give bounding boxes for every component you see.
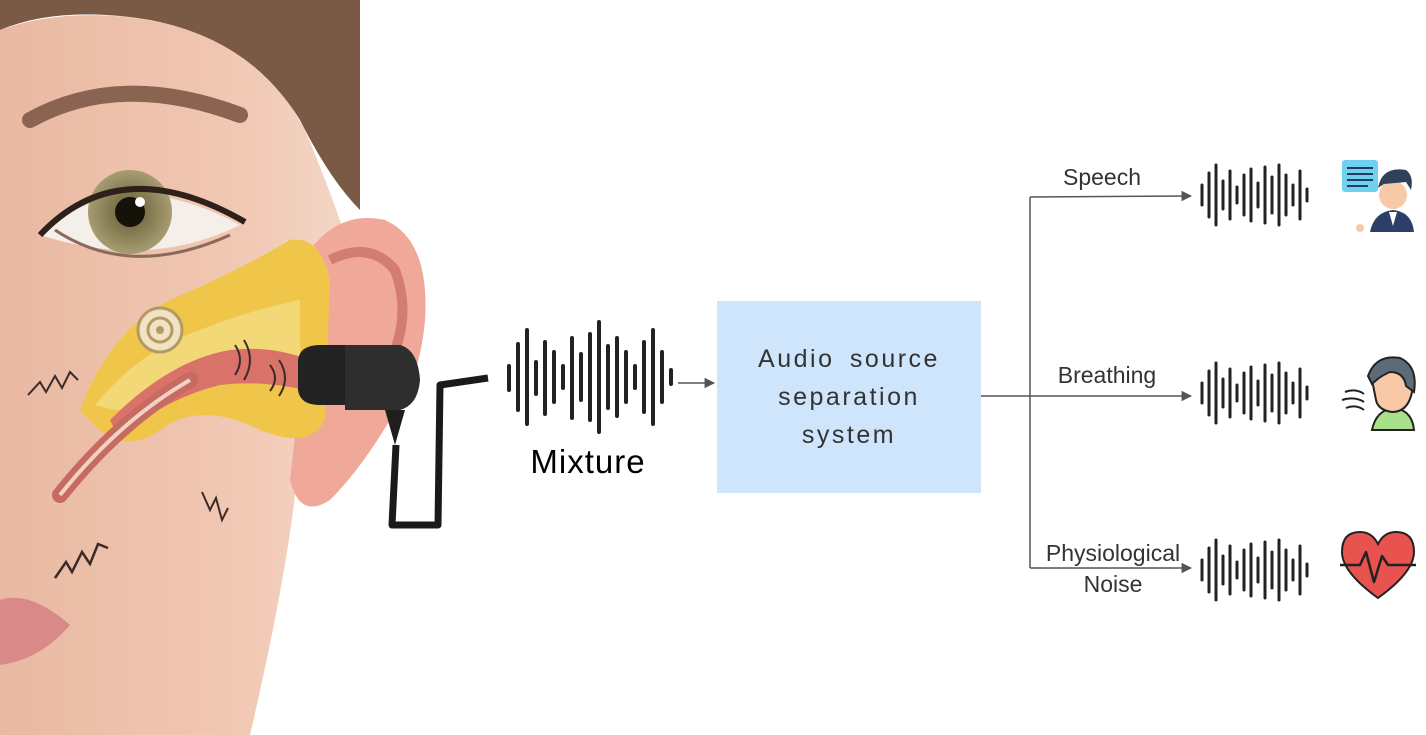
physiological-noise-label-line-1: Physiological [1045, 540, 1181, 566]
breathing-person-icon [1341, 356, 1416, 431]
mixture-label: Mixture [530, 443, 646, 480]
speaking-person-icon [1342, 160, 1414, 232]
system-label-line-3: system [801, 421, 897, 449]
separation-system-box: Audio source separation system [717, 301, 981, 493]
breathing-label: Breathing [1057, 362, 1157, 388]
system-label-line-1: Audio source [758, 345, 940, 373]
system-label-line-2: separation [778, 383, 920, 411]
speech-label: Speech [1062, 164, 1142, 190]
heartbeat-icon [1340, 530, 1416, 600]
speech-arrow [1029, 190, 1193, 202]
physiological-noise-label-line-2: Noise [1083, 571, 1143, 597]
physiological-noise-label: Physiological Noise [1046, 538, 1180, 600]
